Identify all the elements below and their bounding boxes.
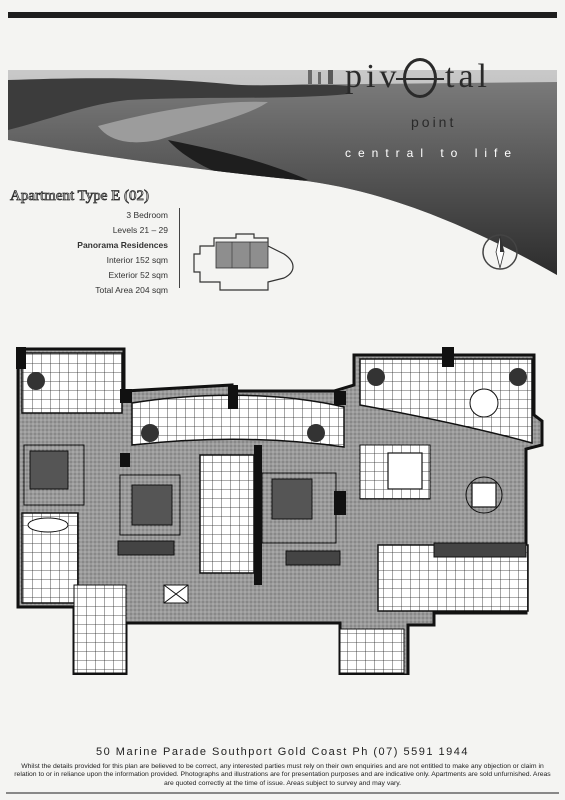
hero-photo	[8, 70, 557, 275]
logo-text-right: tal	[445, 58, 491, 95]
footer-disclaimer: Whilst the details provided for this pla…	[14, 763, 551, 787]
spec-item: Panorama Residences	[77, 240, 168, 250]
spec-item: Levels 21 – 29	[112, 225, 168, 235]
spec-item: 3 Bedroom	[126, 210, 168, 220]
key-plan-diagram	[193, 233, 294, 291]
bottom-rule	[6, 792, 559, 794]
spec-item: Interior 152 sqm	[106, 255, 168, 265]
footer-address: 50 Marine Parade Southport Gold Coast Ph…	[96, 746, 469, 758]
floor-plan	[16, 347, 544, 675]
tagline: central to life	[345, 146, 519, 160]
top-rule	[8, 12, 557, 18]
spec-item: Total Area 204 sqm	[95, 285, 168, 295]
logo-text-left: piv	[345, 58, 401, 95]
spec-item: Exterior 52 sqm	[108, 270, 168, 280]
logo-subtitle: point	[411, 114, 457, 130]
spec-divider	[179, 208, 180, 288]
compass-icon	[482, 234, 518, 270]
brand-block: piv tal point central to life	[345, 58, 555, 168]
logo-ring-icon	[396, 58, 444, 98]
apartment-title: Apartment Type E (02)	[10, 188, 150, 205]
